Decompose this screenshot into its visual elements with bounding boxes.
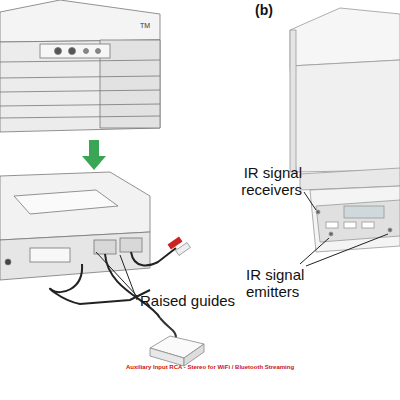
placement-arrow (82, 140, 106, 170)
input-note: Auxiliary Input RCA - Stereo for WiFi / … (126, 364, 294, 371)
leader-lines (96, 252, 137, 300)
part-label: Raised guides (140, 292, 250, 309)
wave-unit-rear (0, 0, 160, 132)
trademark-mark: TM (140, 22, 150, 30)
leader-lines-right (300, 192, 388, 266)
wireless-adapter (150, 336, 204, 366)
part-label: IR signal receivers (208, 164, 302, 199)
base-pedestal (0, 172, 150, 280)
rca-plugs (168, 237, 191, 256)
part-label: IR signal emitters (246, 266, 338, 301)
wave-unit-front (290, 8, 400, 252)
panel-letter: (b) (255, 2, 273, 18)
